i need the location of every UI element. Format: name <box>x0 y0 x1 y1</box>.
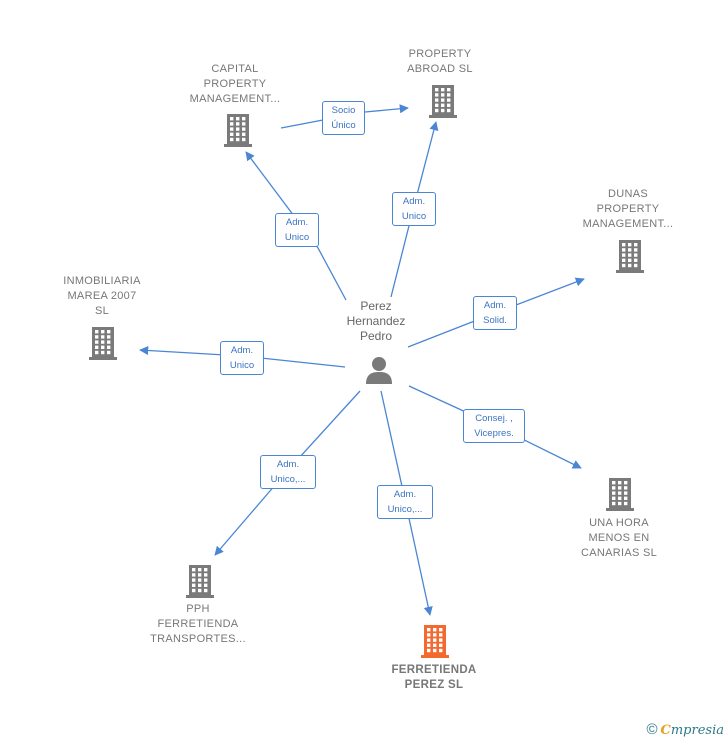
company-label-abroad[interactable]: PROPERTY ABROAD SL <box>407 48 473 75</box>
relation-label[interactable]: Adm. Unico <box>220 341 264 375</box>
relation-label[interactable]: Adm. Unico,... <box>377 485 433 519</box>
brand-initial: C <box>660 723 671 738</box>
building-icon[interactable] <box>87 326 119 360</box>
person-icon[interactable] <box>364 355 394 385</box>
company-label-capital[interactable]: CAPITAL PROPERTY MANAGEMENT... <box>189 63 281 105</box>
copyright-icon: © <box>646 721 658 738</box>
relation-label[interactable]: Adm. Solid. <box>473 296 517 330</box>
company-label-dunas[interactable]: DUNAS PROPERTY MANAGEMENT... <box>582 188 674 230</box>
person-name[interactable]: Perez Hernandez Pedro <box>346 299 406 343</box>
company-label-marea[interactable]: INMOBILIARIA MAREA 2007 SL <box>63 275 141 317</box>
relation-edge <box>245 151 347 301</box>
building-icon[interactable] <box>222 113 254 147</box>
relation-edge <box>280 104 409 129</box>
company-label-unahora[interactable]: UNA HORA MENOS EN CANARIAS SL <box>580 517 658 559</box>
company-label-pph[interactable]: PPH FERRETIENDA TRANSPORTES... <box>150 603 246 645</box>
relation-label[interactable]: Adm. Unico <box>275 213 319 247</box>
building-icon[interactable] <box>614 239 646 273</box>
relation-label[interactable]: Socio Único <box>322 101 365 135</box>
relation-label[interactable]: Adm. Unico,... <box>260 455 316 489</box>
brand-name: mpresia <box>670 723 724 738</box>
relation-label[interactable]: Consej. , Vicepres. <box>463 409 525 443</box>
footer-brand: ©Cmpresia <box>646 721 724 738</box>
relation-label[interactable]: Adm. Unico <box>392 192 436 226</box>
building-icon[interactable] <box>419 624 451 658</box>
company-label-ferretienda[interactable]: FERRETIENDA PEREZ SL <box>391 664 477 691</box>
building-icon[interactable] <box>184 564 216 598</box>
building-icon[interactable] <box>427 84 459 118</box>
building-icon[interactable] <box>604 477 636 511</box>
